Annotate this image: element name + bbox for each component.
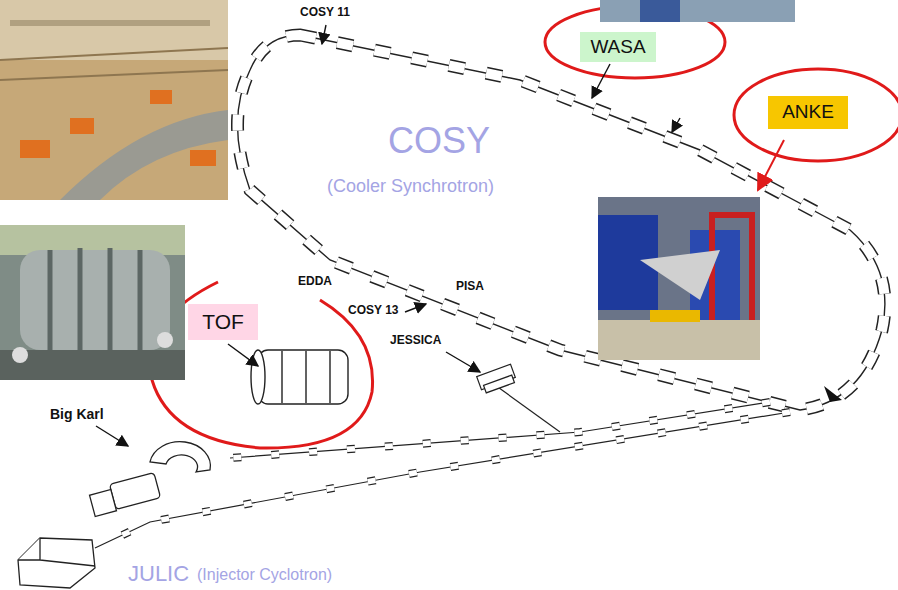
detector-tag: WASA	[580, 32, 656, 62]
experiment-label: JESSICA	[390, 334, 441, 348]
detector-tag: ANKE	[768, 96, 848, 129]
detector-tag: TOF	[188, 304, 258, 340]
experiment-label: PISA	[456, 280, 484, 294]
experiment-label: COSY 11	[300, 6, 350, 20]
spectrometer-label: Big Karl	[50, 406, 104, 422]
ring-name: COSY	[388, 120, 490, 161]
ring-subtitle: (Cooler Synchrotron)	[327, 176, 494, 197]
experiment-label: EDDA	[298, 275, 332, 289]
cyclotron-subtitle: (Injector Cyclotron)	[197, 566, 332, 584]
experiment-label: COSY 13	[348, 304, 398, 318]
detector-name: WASA	[590, 37, 645, 58]
detector-name: ANKE	[782, 102, 834, 123]
detector-name: TOF	[202, 310, 244, 333]
cyclotron-name: JULIC	[128, 561, 189, 586]
